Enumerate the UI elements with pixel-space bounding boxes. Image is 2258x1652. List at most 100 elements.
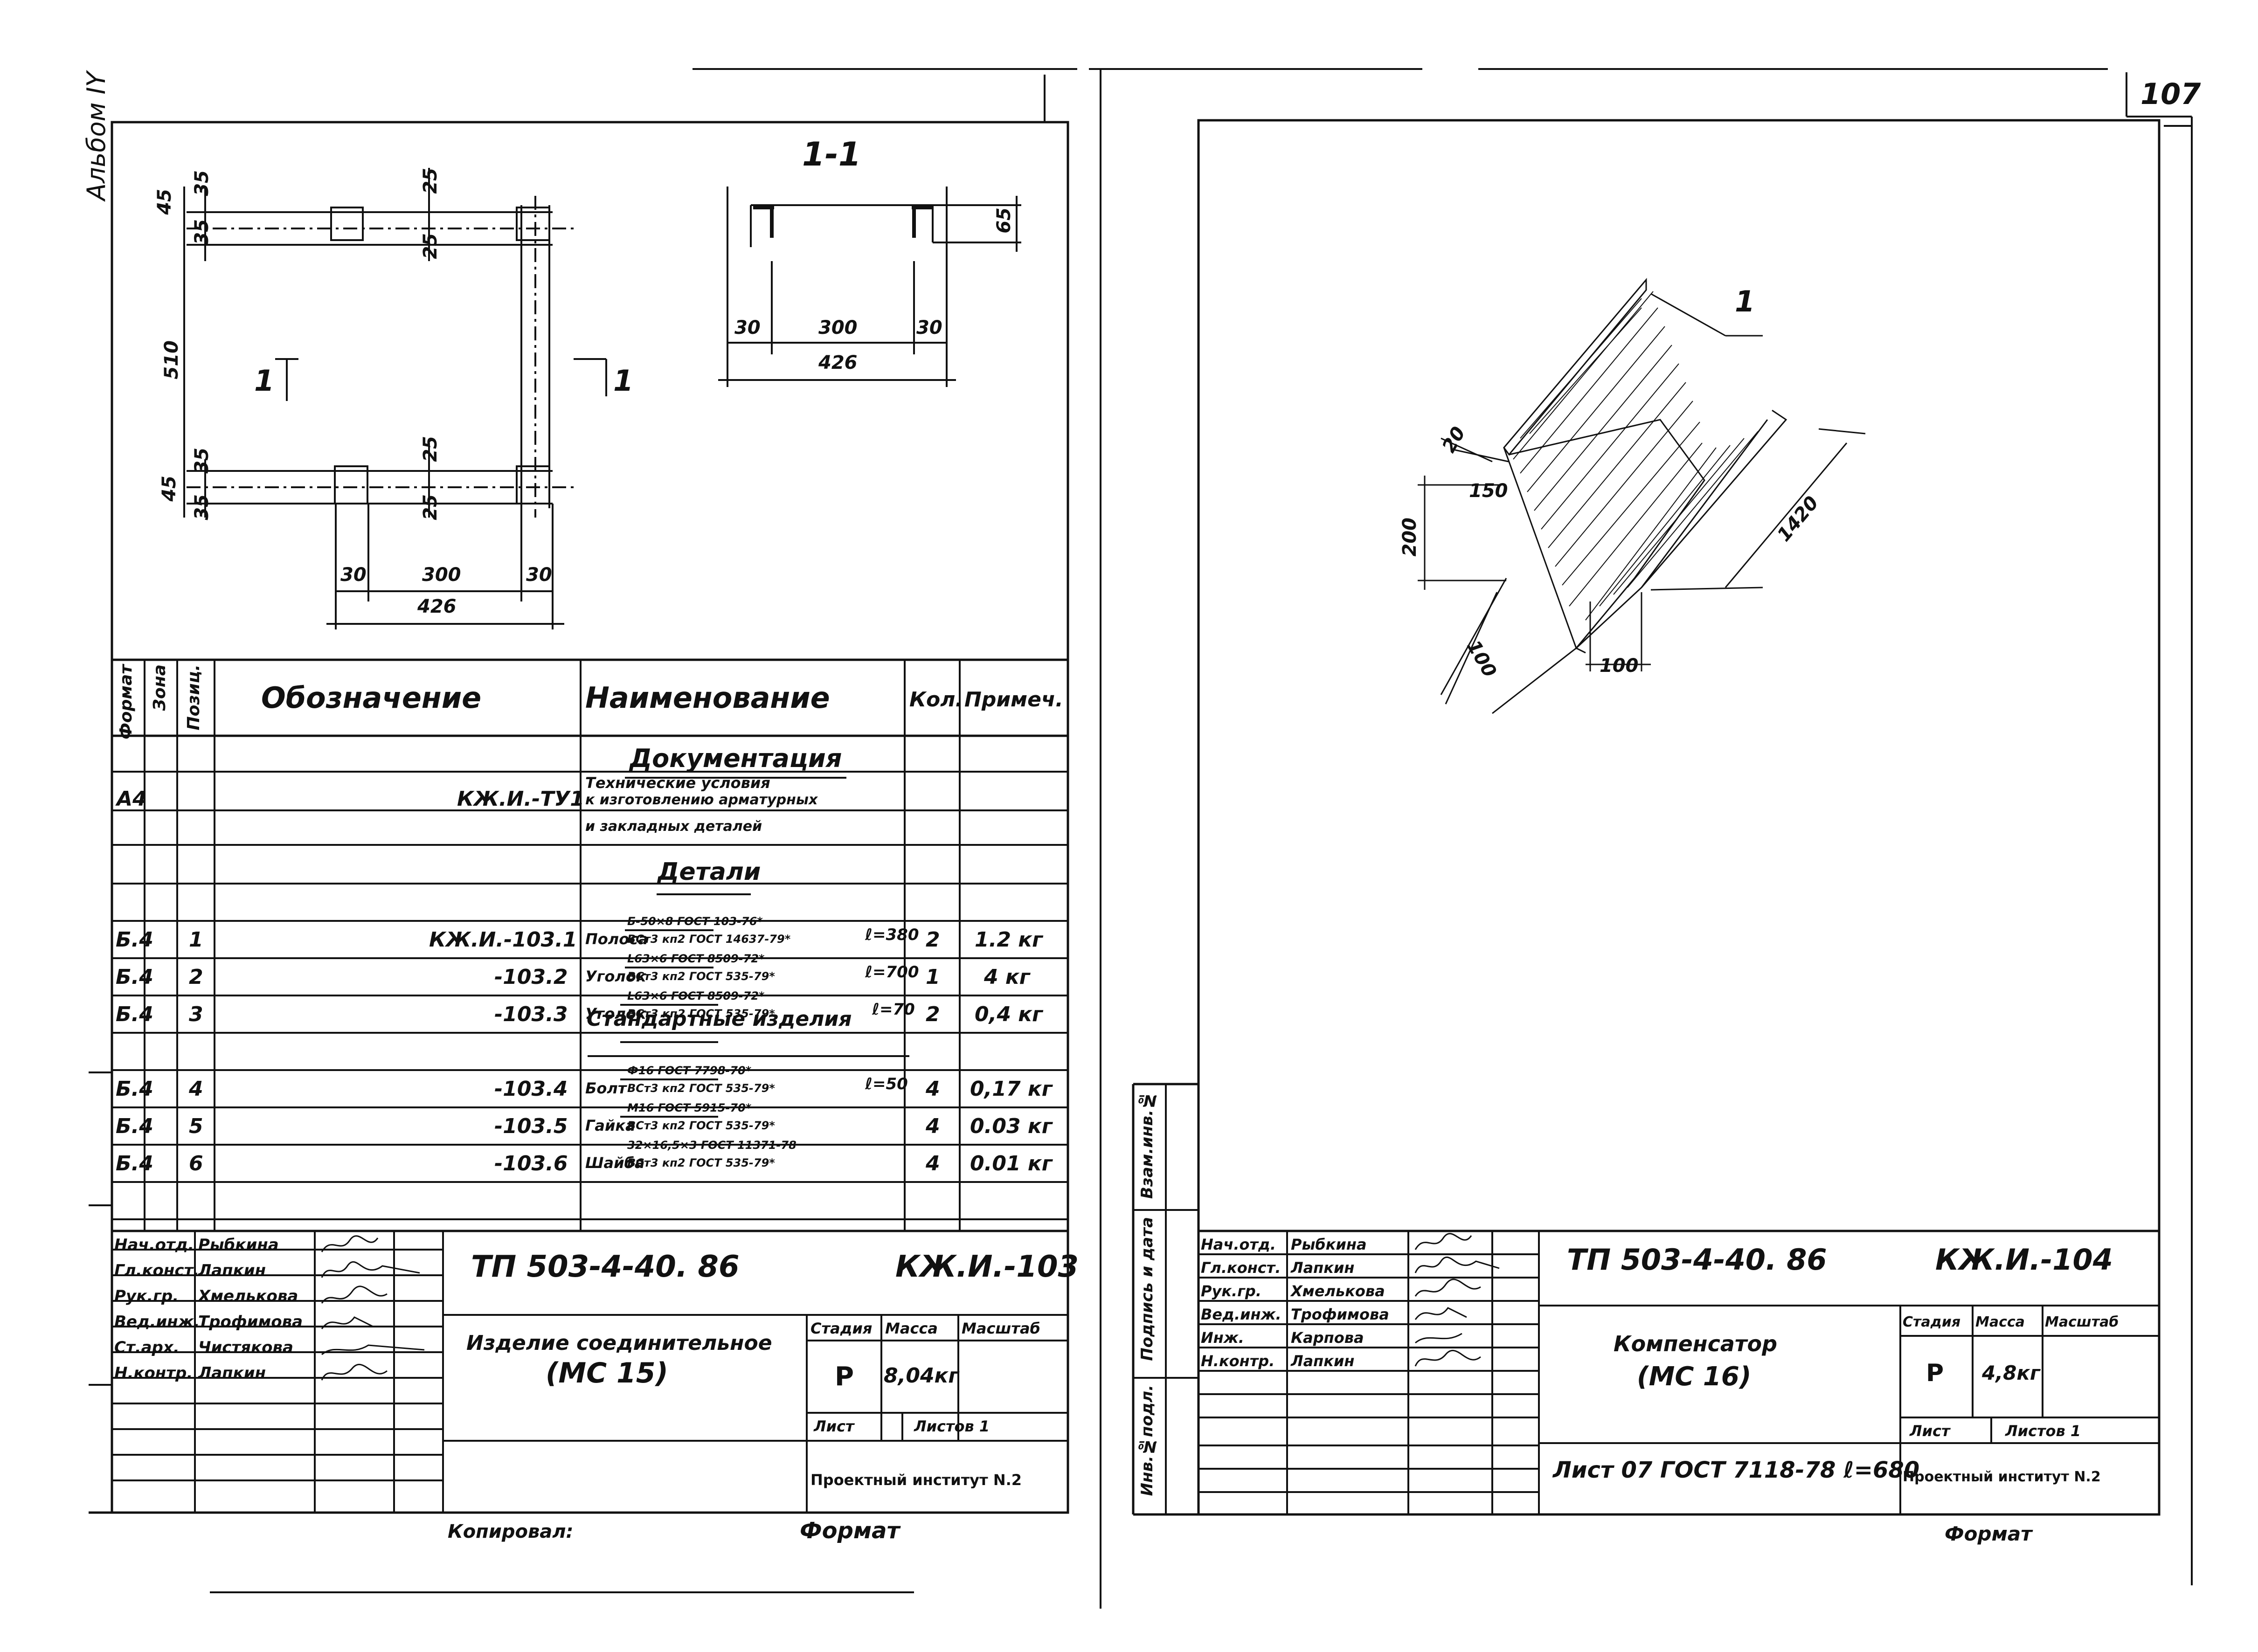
col-header-format: Формат	[117, 664, 136, 740]
plan-dim: 25	[420, 436, 441, 462]
stamp-sheets: Листов 1	[914, 1417, 990, 1435]
doc-format: А4	[117, 787, 147, 811]
stamp-material: Лист 07 ГОСТ 7118-78 ℓ=680	[1553, 1457, 1920, 1483]
row-name: Полоса	[585, 930, 648, 948]
col-header-name: Наименование	[585, 681, 830, 715]
row-spec-bottom: ВСт3 кп2 ГОСТ 535-79*	[627, 1082, 775, 1095]
doc-name-line: к изготовлению арматурных	[585, 792, 818, 808]
row-designation: КЖ.И.-103.1	[429, 928, 577, 952]
stamp-org: Проектный институт N.2	[810, 1471, 1022, 1489]
stamp-role: Инж.	[1201, 1329, 1244, 1347]
stamp-name: Рыбкина	[1291, 1236, 1367, 1253]
stamp-name: Карпова	[1291, 1329, 1364, 1347]
row-spec-top: 32×16,5×3 ГОСТ 11371-78	[627, 1139, 797, 1152]
stamp-name: Лапкин	[198, 1261, 266, 1280]
stamp-name: Лапкин	[198, 1364, 266, 1382]
format-label: Формат	[1945, 1522, 2032, 1545]
row-spec-top: М16 ГОСТ 5915-70*	[627, 1101, 752, 1114]
stamp-code: КЖ.И.-103	[895, 1250, 1079, 1284]
stamp-name: Лапкин	[1291, 1259, 1355, 1277]
row-qty: 4	[926, 1152, 940, 1175]
compensator-dim: 200	[1399, 518, 1420, 557]
signatures-left	[321, 1235, 425, 1381]
stamp-scale-header: Масштаб	[2045, 1314, 2119, 1330]
doc-name-line: и закладных деталей	[585, 818, 762, 835]
row-qty: 1	[926, 965, 940, 989]
row-length: ℓ=380	[865, 926, 919, 944]
side-label: Взам.инв.№	[1138, 1091, 1157, 1199]
stamp-role: Н.контр.	[1201, 1352, 1275, 1370]
stamp-name: Хмелькова	[198, 1287, 298, 1306]
row-spec-top: Б-50×8 ГОСТ 103-76*	[627, 915, 763, 928]
stamp-sheets: Листов 1	[2005, 1422, 2081, 1440]
plan-dim: 426	[417, 596, 457, 617]
stamp-sheet: Лист	[814, 1417, 854, 1435]
plan-dim: 25	[420, 233, 441, 259]
stamp-role: Вед.инж.	[1201, 1306, 1281, 1323]
row-spec-top: Ф16 ГОСТ 7798-70*	[627, 1064, 752, 1077]
section-details: Детали	[658, 858, 761, 886]
stamp-role: Нач.отд.	[114, 1236, 194, 1254]
row-pos: 3	[189, 1002, 203, 1026]
row-spec-bottom: ВСт3 кп2 ГОСТ 535-79*	[627, 970, 775, 983]
row-format: Б.4	[116, 1152, 153, 1175]
section-dim: 300	[818, 317, 858, 339]
plan-dim: 45	[159, 476, 180, 502]
plan-dim: 45	[154, 189, 175, 215]
compensator-dim: 150	[1469, 480, 1508, 502]
stamp-name: Рыбкина	[198, 1236, 279, 1254]
row-pos: 4	[189, 1077, 203, 1101]
row-designation: -103.3	[494, 1002, 568, 1026]
stamp-project: ТП 503-4-40. 86	[1567, 1243, 1827, 1277]
plan-dim: 510	[161, 340, 182, 380]
row-note: 0.01 кг	[970, 1152, 1053, 1175]
album-label: Альбом IY	[82, 71, 111, 200]
row-designation: -103.2	[494, 965, 568, 989]
section-standard: Стандартные изделия	[587, 1007, 852, 1031]
stamp-title-mark: (МС 15)	[546, 1357, 668, 1389]
side-label: Инв.№подл.	[1138, 1385, 1157, 1496]
plan-dim: 25	[420, 168, 441, 194]
row-note: 1.2 кг	[975, 928, 1043, 952]
stamp-sheet: Лист	[1910, 1422, 1950, 1440]
plan-dim: 35	[191, 170, 213, 196]
row-name: Болт	[585, 1079, 627, 1097]
row-length: ℓ=50	[865, 1075, 908, 1093]
stamp-title: Компенсатор	[1614, 1331, 1778, 1356]
section-dim: 426	[818, 352, 858, 373]
cut-mark-right: 1	[613, 364, 634, 398]
stamp-role: Н.контр.	[114, 1364, 193, 1382]
row-qty: 4	[926, 1077, 940, 1101]
row-name: Шайба	[585, 1154, 645, 1172]
plan-dim: 300	[422, 564, 461, 586]
stamp-name: Чистякова	[198, 1338, 293, 1357]
col-header-zone: Зона	[150, 664, 169, 711]
stamp-name: Хмелькова	[1291, 1282, 1385, 1300]
stamp-role: Вед.инж.	[114, 1313, 200, 1331]
stamp-role: Рук.гр.	[1201, 1282, 1261, 1300]
stamp-mass-header: Масса	[885, 1320, 938, 1337]
col-header-pos: Позиц.	[184, 664, 203, 731]
section-docs: Документация	[630, 744, 842, 773]
row-note: 0,17 кг	[970, 1077, 1053, 1101]
plan-dim: 30	[526, 564, 552, 586]
row-qty: 4	[926, 1114, 940, 1138]
row-designation: -103.5	[494, 1114, 568, 1138]
row-spec-top: L63×6 ГОСТ 8509-72*	[627, 989, 765, 1002]
stamp-stage: Р	[1926, 1359, 1944, 1387]
stamp-mass-header: Масса	[1975, 1314, 2025, 1330]
stamp-role: Гл.конст.	[1201, 1259, 1281, 1277]
section-dim: 30	[916, 317, 942, 339]
stamp-mass: 8,04кг	[884, 1364, 959, 1388]
row-pos: 2	[189, 965, 203, 989]
row-name: Уголок	[585, 1005, 646, 1023]
row-format: Б.4	[116, 928, 153, 952]
plan-dim: 35	[191, 219, 213, 245]
side-label: Подпись и дата	[1138, 1217, 1157, 1361]
row-format: Б.4	[116, 1077, 153, 1101]
stamp-name: Трофимова	[1291, 1306, 1389, 1323]
stamp-org: Проектный институт N.2	[1903, 1469, 2101, 1485]
doc-designation: КЖ.И.-ТУ1	[457, 787, 584, 811]
